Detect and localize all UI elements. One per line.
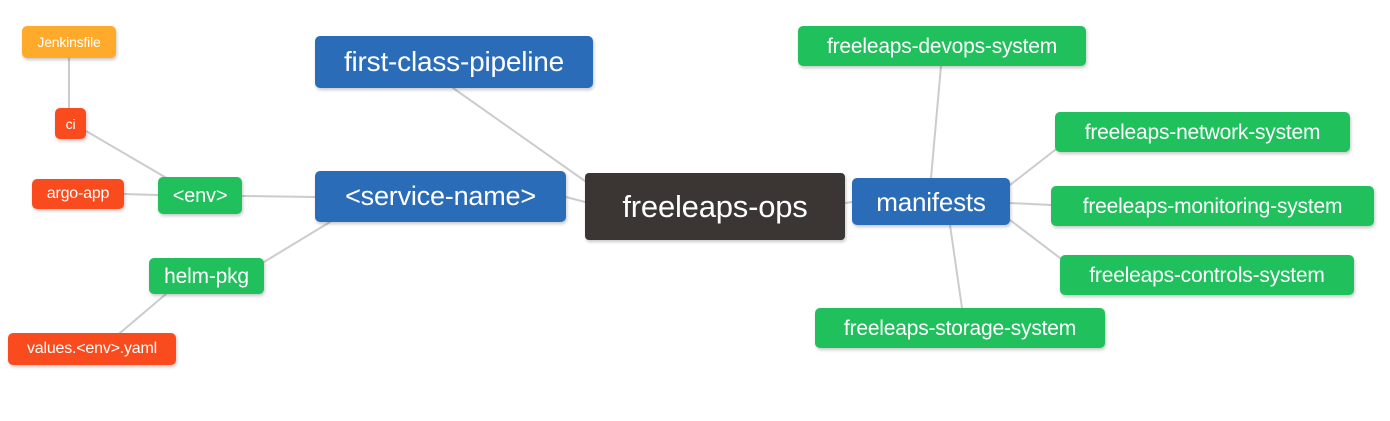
- mindmap-node-argo-app[interactable]: argo-app: [32, 179, 124, 209]
- edge-env-to-argo-app: [123, 193, 159, 196]
- edge-manifests-to-freeleaps-monitoring-system: [1009, 202, 1052, 206]
- mindmap-node-helm-pkg[interactable]: helm-pkg: [149, 258, 264, 294]
- edge-manifests-to-freeleaps-devops-system: [930, 65, 942, 179]
- mindmap-node-manifests[interactable]: manifests: [852, 178, 1010, 225]
- edge-service-name-to-env: [241, 195, 316, 198]
- edge-freeleaps-ops-to-manifests: [844, 201, 853, 204]
- edge-service-name-to-helm-pkg: [263, 221, 331, 263]
- mindmap-node-freeleaps-network-system[interactable]: freeleaps-network-system: [1055, 112, 1350, 152]
- edge-freeleaps-ops-to-service-name: [565, 196, 586, 203]
- mindmap-node-freeleaps-storage-system[interactable]: freeleaps-storage-system: [815, 308, 1105, 348]
- edge-helm-pkg-to-values-env-yaml: [119, 293, 167, 334]
- mindmap-node-env[interactable]: <env>: [158, 177, 242, 214]
- mindmap-node-service-name[interactable]: <service-name>: [315, 171, 566, 222]
- mindmap-node-freeleaps-monitoring-system[interactable]: freeleaps-monitoring-system: [1051, 186, 1374, 226]
- edge-manifests-to-freeleaps-storage-system: [949, 224, 963, 309]
- mindmap-node-first-class-pipeline[interactable]: first-class-pipeline: [315, 36, 593, 88]
- mindmap-node-values-env-yaml[interactable]: values.<env>.yaml: [8, 333, 176, 365]
- mindmap-node-ci[interactable]: ci: [55, 108, 86, 139]
- mindmap-node-freeleaps-controls-system[interactable]: freeleaps-controls-system: [1060, 255, 1354, 295]
- mindmap-node-jenkinsfile[interactable]: Jenkinsfile: [22, 26, 116, 58]
- mindmap-node-freeleaps-devops-system[interactable]: freeleaps-devops-system: [798, 26, 1086, 66]
- mindmap-node-freeleaps-ops[interactable]: freeleaps-ops: [585, 173, 845, 240]
- edge-manifests-to-freeleaps-controls-system: [1009, 219, 1061, 259]
- edge-manifests-to-freeleaps-network-system: [1009, 149, 1056, 186]
- edge-env-to-ci: [85, 130, 171, 181]
